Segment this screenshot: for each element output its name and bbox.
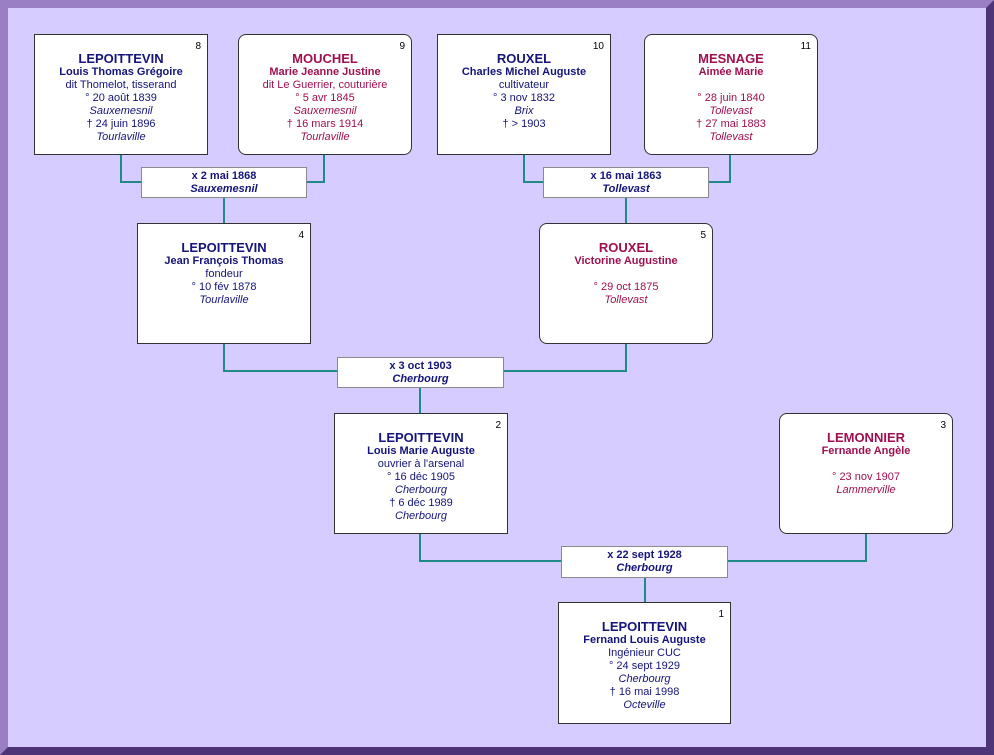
person-card-5[interactable]: 5 ROUXEL Victorine Augustine ° 29 oct 18… (539, 223, 713, 344)
surname: LEPOITTEVIN (601, 619, 688, 634)
person-card-11[interactable]: 11 MESNAGE Aimée Marie ° 28 juin 1840 To… (644, 34, 818, 155)
sosa-number: 9 (399, 41, 405, 52)
marriage-box-10-11[interactable]: x 16 mai 1863 Tollevast (543, 167, 709, 198)
person-card-1[interactable]: 1 LEPOITTEVIN Fernand Louis Auguste Ingé… (558, 602, 731, 724)
death-date: † > 1903 (502, 118, 546, 130)
marriage-date: x 3 oct 1903 (389, 360, 452, 372)
marriage-box-8-9[interactable]: x 2 mai 1868 Sauxemesnil (141, 167, 307, 198)
sosa-number: 4 (298, 230, 304, 241)
death-date: † 16 mai 1998 (609, 686, 680, 698)
occupation-blank (540, 268, 712, 281)
birth-place: Sauxemesnil (89, 105, 153, 117)
birth-place: Tourlaville (199, 294, 249, 306)
marriage-place: Cherbourg (616, 562, 673, 574)
sosa-number: 5 (700, 230, 706, 241)
link-2-marriage (419, 533, 562, 562)
death-date: † 6 déc 1989 (389, 497, 453, 509)
occupation: fondeur (205, 268, 243, 280)
link-3-marriage (727, 533, 867, 562)
sosa-number: 10 (592, 41, 604, 52)
surname: LEPOITTEVIN (378, 430, 464, 445)
death-place: Cherbourg (395, 510, 447, 522)
marriage-place: Sauxemesnil (190, 183, 258, 195)
person-card-2[interactable]: 2 LEPOITTEVIN Louis Marie Auguste ouvrie… (334, 413, 508, 534)
link-5-marriage (503, 344, 627, 372)
birth-date: ° 5 avr 1845 (295, 92, 355, 104)
surname: LEPOITTEVIN (181, 240, 267, 255)
marriage-date: x 22 sept 1928 (607, 549, 682, 561)
birth-date: ° 16 déc 1905 (386, 471, 455, 483)
given-names: Fernande Angèle (821, 445, 911, 457)
given-names: Fernand Louis Auguste (583, 634, 706, 646)
occupation: Ingénieur CUC (608, 647, 681, 659)
death-place: Tourlaville (96, 131, 146, 143)
link-10-marriage (523, 154, 544, 183)
given-names: Marie Jeanne Justine (269, 66, 381, 78)
occupation: cultivateur (498, 79, 550, 91)
person-card-10[interactable]: 10 ROUXEL Charles Michel Auguste cultiva… (437, 34, 611, 155)
surname: MOUCHEL (292, 51, 358, 66)
given-names: Charles Michel Auguste (461, 66, 587, 78)
marriage-date: x 16 mai 1863 (590, 170, 662, 182)
surname: MESNAGE (698, 51, 764, 66)
birth-date: ° 3 nov 1832 (493, 92, 555, 104)
occupation: ouvrier à l'arsenal (377, 458, 465, 470)
sosa-number: 2 (495, 420, 501, 431)
birth-date: ° 28 juin 1840 (697, 92, 765, 104)
link-11-marriage (708, 154, 731, 183)
birth-place: Sauxemesnil (293, 105, 357, 117)
sosa-number: 11 (800, 41, 811, 52)
occupation-blank (645, 79, 817, 92)
marriage-place: Cherbourg (392, 373, 449, 385)
death-place: Octeville (623, 699, 666, 711)
death-date: † 24 juin 1896 (86, 118, 156, 130)
person-card-8[interactable]: 8 LEPOITTEVIN Louis Thomas Grégoire dit … (34, 34, 208, 155)
surname: LEPOITTEVIN (78, 51, 164, 66)
given-names: Victorine Augustine (574, 255, 678, 267)
marriage-date: x 2 mai 1868 (191, 170, 257, 182)
occupation-blank (780, 458, 952, 471)
given-names: Jean François Thomas (164, 255, 284, 267)
link-4-marriage (223, 344, 338, 372)
surname: ROUXEL (598, 240, 654, 255)
birth-date: ° 23 nov 1907 (831, 471, 900, 483)
surname: ROUXEL (496, 51, 552, 66)
birth-place: Tollevast (604, 294, 648, 306)
marriage-box-2-3[interactable]: x 22 sept 1928 Cherbourg (561, 546, 728, 578)
death-date: † 16 mars 1914 (286, 118, 364, 130)
occupation: dit Thomelot, tisserand (65, 79, 177, 91)
surname: LEMONNIER (827, 430, 905, 445)
death-place: Tollevast (709, 131, 753, 143)
birth-place: Cherbourg (395, 484, 447, 496)
person-card-3[interactable]: 3 LEMONNIER Fernande Angèle ° 23 nov 190… (779, 413, 953, 534)
person-card-4[interactable]: 4 LEPOITTEVIN Jean François Thomas fonde… (137, 223, 311, 344)
occupation: dit Le Guerrier, couturière (262, 79, 388, 91)
sosa-number: 1 (718, 609, 724, 620)
link-9-marriage (306, 154, 325, 183)
birth-place: Lammerville (836, 484, 896, 496)
birth-date: ° 10 fév 1878 (191, 281, 257, 293)
birth-place: Tollevast (709, 105, 753, 117)
person-card-9[interactable]: 9 MOUCHEL Marie Jeanne Justine dit Le Gu… (238, 34, 412, 155)
birth-date: ° 24 sept 1929 (608, 660, 681, 672)
sosa-number: 3 (940, 420, 946, 431)
birth-place: Cherbourg (618, 673, 671, 685)
death-date: † 27 mai 1883 (696, 118, 766, 130)
death-place: Tourlaville (300, 131, 350, 143)
link-8-marriage (120, 154, 142, 183)
marriage-place: Tollevast (602, 183, 650, 195)
given-names: Louis Thomas Grégoire (59, 66, 183, 78)
birth-date: ° 29 oct 1875 (593, 281, 659, 293)
birth-place: Brix (514, 105, 534, 117)
sosa-number: 8 (195, 41, 201, 52)
marriage-box-4-5[interactable]: x 3 oct 1903 Cherbourg (337, 357, 504, 388)
given-names: Aimée Marie (698, 66, 764, 78)
birth-date: ° 20 août 1839 (85, 92, 157, 104)
given-names: Louis Marie Auguste (367, 445, 475, 457)
